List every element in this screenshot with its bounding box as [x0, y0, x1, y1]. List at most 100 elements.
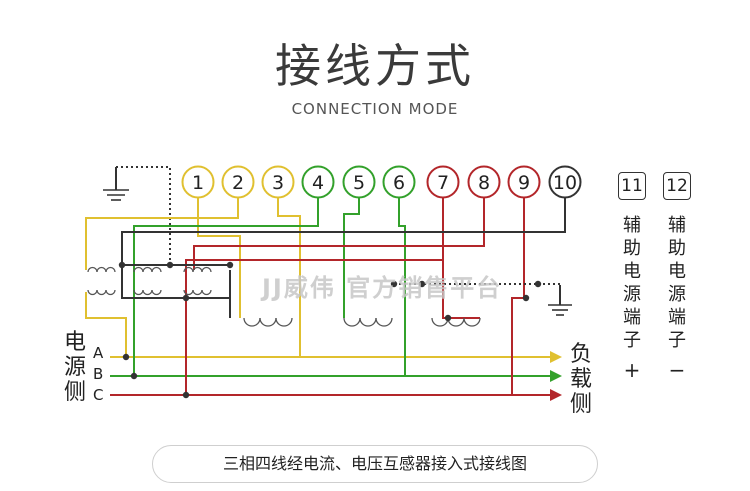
- aux-text-char: 源: [623, 284, 641, 305]
- terminal-8: 8: [467, 165, 501, 199]
- arrow-head: [550, 370, 562, 382]
- source-label-char: 源: [63, 355, 86, 380]
- aux-text-char: 电: [668, 261, 686, 282]
- coil-turn: [105, 289, 116, 296]
- terminal-number: 5: [353, 172, 365, 194]
- terminal-number: 4: [312, 172, 324, 194]
- junction-dot: [130, 372, 138, 380]
- plus-sign: +: [623, 358, 641, 382]
- ct-coil-turn: [243, 317, 261, 327]
- terminal-number: 6: [393, 172, 405, 194]
- terminal-number: 7: [437, 172, 449, 194]
- terminal-number: 9: [518, 172, 530, 194]
- junction-dot: [122, 353, 130, 361]
- phase-label-b: B: [93, 365, 104, 383]
- terminal-9: 9: [507, 165, 541, 199]
- terminal-1: 1: [181, 165, 215, 199]
- coil-turn: [96, 289, 107, 296]
- coil-turn: [133, 289, 144, 296]
- aux-terminal-12: 12 辅 助 电 源 端 子 −: [662, 172, 692, 382]
- ct-coil-turn: [343, 317, 361, 327]
- coil-turn: [201, 266, 212, 273]
- aux-terminal-text: 辅 助 电 源 端 子: [617, 214, 647, 352]
- aux-terminal-text: 辅 助 电 源 端 子: [662, 214, 692, 352]
- page-subtitle: CONNECTION MODE: [291, 100, 459, 118]
- neutral-dotted-wire: [116, 166, 171, 265]
- load-label-char: 载: [569, 367, 592, 392]
- terminal-4: 4: [301, 165, 335, 199]
- aux-terminal-11: 11 辅 助 电 源 端 子 +: [617, 172, 647, 382]
- aux-text-char: 子: [623, 330, 641, 351]
- terminal-number: 2: [232, 172, 244, 194]
- aux-text-char: 电: [623, 261, 641, 282]
- load-side-label: 负 载 侧: [568, 342, 594, 417]
- coil-turn: [201, 289, 212, 296]
- terminal-circle: [467, 165, 501, 199]
- coil-turn: [151, 266, 162, 273]
- aux-text-char: 源: [668, 284, 686, 305]
- diagram-caption: 三相四线经电流、电压互感器接入式接线图: [152, 445, 598, 483]
- terminal-6: 6: [382, 165, 416, 199]
- terminal-circle: [548, 165, 582, 199]
- ct-coil-turn: [275, 317, 293, 327]
- terminal-2: 2: [221, 165, 255, 199]
- terminal-circle: [342, 165, 376, 199]
- terminal-10: 10: [548, 165, 582, 199]
- junction-dot: [522, 294, 530, 302]
- yellow-wire: [85, 292, 127, 357]
- junction-dot: [166, 261, 174, 269]
- coil-turn: [151, 289, 162, 296]
- aux-text-char: 子: [668, 330, 686, 351]
- watermark: JJ威伟 官方销售平台: [262, 274, 503, 302]
- source-side-label: 电 源 侧: [62, 330, 88, 405]
- terminal-number: 10: [553, 172, 577, 194]
- coil-turn: [142, 289, 153, 296]
- coil-turn: [133, 266, 144, 273]
- junction-dot: [182, 391, 190, 399]
- terminal-circle: [181, 165, 215, 199]
- terminal-circle: [426, 165, 460, 199]
- junction-dot: [418, 280, 426, 288]
- coil-turn: [87, 289, 98, 296]
- terminal-circle: [382, 165, 416, 199]
- terminal-number: 8: [478, 172, 490, 194]
- junction-dot: [534, 280, 542, 288]
- aux-text-char: 辅: [623, 215, 641, 236]
- terminal-circle: [221, 165, 255, 199]
- ct-coil-turn: [359, 317, 377, 327]
- aux-text-char: 助: [623, 238, 641, 259]
- junction-dot: [118, 261, 126, 269]
- junction-dot: [226, 261, 234, 269]
- aux-text-char: 端: [623, 307, 641, 328]
- yellow-wire: [85, 198, 239, 270]
- junction-dot: [444, 314, 452, 322]
- ct-coil-turn: [463, 317, 481, 327]
- minus-sign: −: [668, 358, 686, 382]
- terminal-5: 5: [342, 165, 376, 199]
- red-wire: [193, 198, 485, 270]
- green-wire: [133, 198, 319, 376]
- phase-label-a: A: [93, 344, 104, 362]
- aux-text-char: 端: [668, 307, 686, 328]
- terminal-7: 7: [426, 165, 460, 199]
- terminal-circle: [261, 165, 295, 199]
- red-wire: [511, 198, 525, 395]
- aux-text-char: 辅: [668, 215, 686, 236]
- aux-terminal-box: 11: [618, 172, 646, 200]
- terminal-circle: [301, 165, 335, 199]
- load-label-char: 侧: [569, 392, 592, 417]
- green-wire: [343, 198, 360, 318]
- load-label-char: 负: [569, 342, 592, 367]
- aux-text-char: 助: [668, 238, 686, 259]
- coil-turn: [96, 266, 107, 273]
- arrow-head: [550, 351, 562, 363]
- yellow-wire: [197, 198, 241, 318]
- red-wire: [442, 260, 480, 319]
- coil-turn: [87, 266, 98, 273]
- coil-turn: [105, 266, 116, 273]
- source-label-char: 电: [63, 330, 86, 355]
- arrow-head: [550, 389, 562, 401]
- green-wire: [398, 198, 406, 376]
- page-title: 接线方式: [275, 39, 475, 93]
